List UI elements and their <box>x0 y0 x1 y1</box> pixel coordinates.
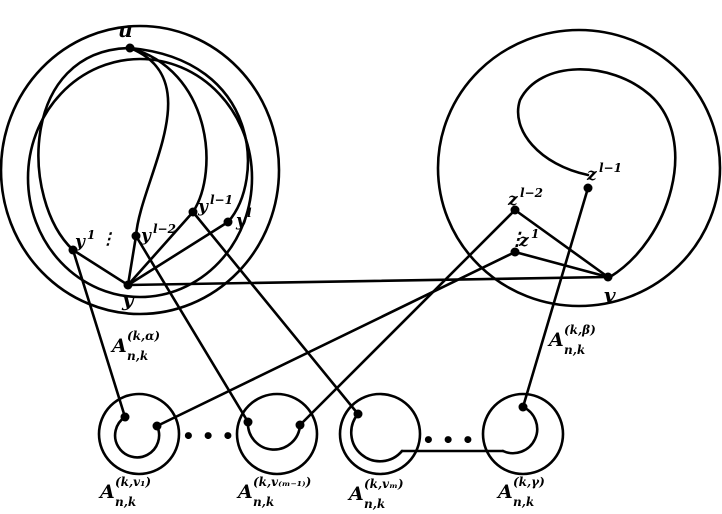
svg-text:y: y <box>74 232 86 252</box>
edge-y-yl1 <box>126 210 195 287</box>
edge-u-yl <box>128 46 250 224</box>
right-outer-ellipse <box>436 28 722 308</box>
left-inner-ellipse <box>26 57 254 299</box>
ellipsis-y: ⋮ <box>100 229 116 248</box>
svg-text:(k,β): (k,β) <box>564 323 596 337</box>
svg-text:l−2: l−2 <box>520 186 543 200</box>
svg-text:A: A <box>236 481 253 503</box>
ellipsis-z: ⋮ <box>508 229 526 250</box>
label-v: v <box>604 283 616 307</box>
vertex-ring2-b <box>295 420 305 430</box>
svg-text:A: A <box>347 483 364 505</box>
svg-text:z: z <box>518 231 529 251</box>
edge-yl1-ring3 <box>191 210 360 416</box>
svg-text:l−2: l−2 <box>153 222 176 236</box>
svg-text:l−1: l−1 <box>210 193 233 207</box>
svg-text:1: 1 <box>531 227 539 241</box>
svg-text:n,k: n,k <box>513 495 534 509</box>
label-y1: y 1 <box>74 228 95 252</box>
svg-text:A: A <box>547 329 564 351</box>
vertex-y1 <box>68 245 78 255</box>
edge-z1-ring1 <box>155 250 517 428</box>
svg-text:y: y <box>140 226 152 246</box>
svg-text:1: 1 <box>87 228 95 242</box>
svg-text:y: y <box>197 197 209 217</box>
vertex-yl <box>223 217 233 227</box>
edge-y1-ring1 <box>71 248 127 419</box>
ellipsis-rings-left: • • • <box>182 424 234 448</box>
vertex-u <box>125 43 135 53</box>
svg-text:z: z <box>586 165 597 185</box>
vertex-ring3-a <box>353 409 363 419</box>
label-yl1: y l−1 <box>197 193 233 217</box>
label-A-vm1: A (k,v₍ₘ₋₁₎) n,k <box>236 475 311 509</box>
svg-text:l−1: l−1 <box>599 161 622 175</box>
label-A-vm: A (k,vₘ) n,k <box>347 477 404 511</box>
edge-y-v <box>126 275 610 287</box>
ring1-inner <box>113 415 161 459</box>
right-spiral <box>516 68 677 279</box>
svg-text:(k,γ): (k,γ) <box>513 475 545 489</box>
vertex-yl1 <box>188 207 198 217</box>
svg-text:n,k: n,k <box>115 495 136 509</box>
edge-y-yl2 <box>126 234 138 287</box>
ring2-outer <box>235 392 319 476</box>
svg-text:A: A <box>110 335 127 357</box>
edge-z1-v <box>513 250 610 279</box>
vertex-yl2 <box>131 231 141 241</box>
vertex-v <box>603 272 613 282</box>
ellipsis-rings-right: • • • <box>422 428 474 452</box>
label-yl: y l <box>235 206 252 231</box>
label-A-v1: A (k,v₁) n,k <box>98 475 151 509</box>
edge-zl1-gamma <box>521 186 590 409</box>
vertex-ring1-a <box>120 412 130 422</box>
label-y: y <box>121 287 135 311</box>
vertex-z1 <box>510 247 520 257</box>
svg-text:n,k: n,k <box>127 349 148 363</box>
label-u: u <box>118 18 133 42</box>
svg-text:z: z <box>507 190 518 210</box>
edge-zl2-ring2 <box>298 208 517 427</box>
svg-text:(k,vₘ): (k,vₘ) <box>364 477 404 491</box>
label-A-gamma: A (k,γ) n,k <box>496 475 545 509</box>
label-zl2: z l−2 <box>507 186 543 210</box>
ring3-outer <box>338 392 422 476</box>
svg-text:n,k: n,k <box>253 495 274 509</box>
ring4-outer <box>481 392 565 476</box>
vertex-ring2-a <box>243 417 253 427</box>
label-z1: z 1 <box>518 227 539 251</box>
label-A-alpha: A (k,α) n,k <box>110 329 160 363</box>
label-A-beta: A (k,β) n,k <box>547 323 596 357</box>
svg-text:(k,α): (k,α) <box>127 329 160 343</box>
vertex-y <box>123 280 133 290</box>
vertex-ring4-a <box>518 402 528 412</box>
edge-u-y1 <box>37 46 132 252</box>
svg-text:y: y <box>235 211 247 231</box>
svg-text:n,k: n,k <box>564 343 585 357</box>
vertex-zl2 <box>510 205 520 215</box>
left-outer-ellipse <box>0 24 281 316</box>
svg-text:A: A <box>496 481 513 503</box>
ring4-inner <box>501 405 539 455</box>
edge-u-yl1 <box>128 46 208 214</box>
vertex-ring1-b <box>152 421 162 431</box>
vertex-zl1 <box>583 183 593 193</box>
svg-text:(k,v₁): (k,v₁) <box>115 475 151 489</box>
edge-u-yl2 <box>128 46 170 238</box>
svg-text:(k,v₍ₘ₋₁₎): (k,v₍ₘ₋₁₎) <box>253 475 311 489</box>
svg-text:l: l <box>247 206 252 220</box>
ring2-inner <box>246 420 302 451</box>
edge-y-y1 <box>71 248 130 287</box>
label-yl2: y l−2 <box>140 222 176 246</box>
svg-text:n,k: n,k <box>364 497 385 511</box>
svg-text:A: A <box>98 481 115 503</box>
edge-zl2-v <box>513 208 610 279</box>
ring1-outer <box>97 392 181 476</box>
label-zl1: z l−1 <box>586 161 622 185</box>
ring3-inner <box>349 412 404 463</box>
